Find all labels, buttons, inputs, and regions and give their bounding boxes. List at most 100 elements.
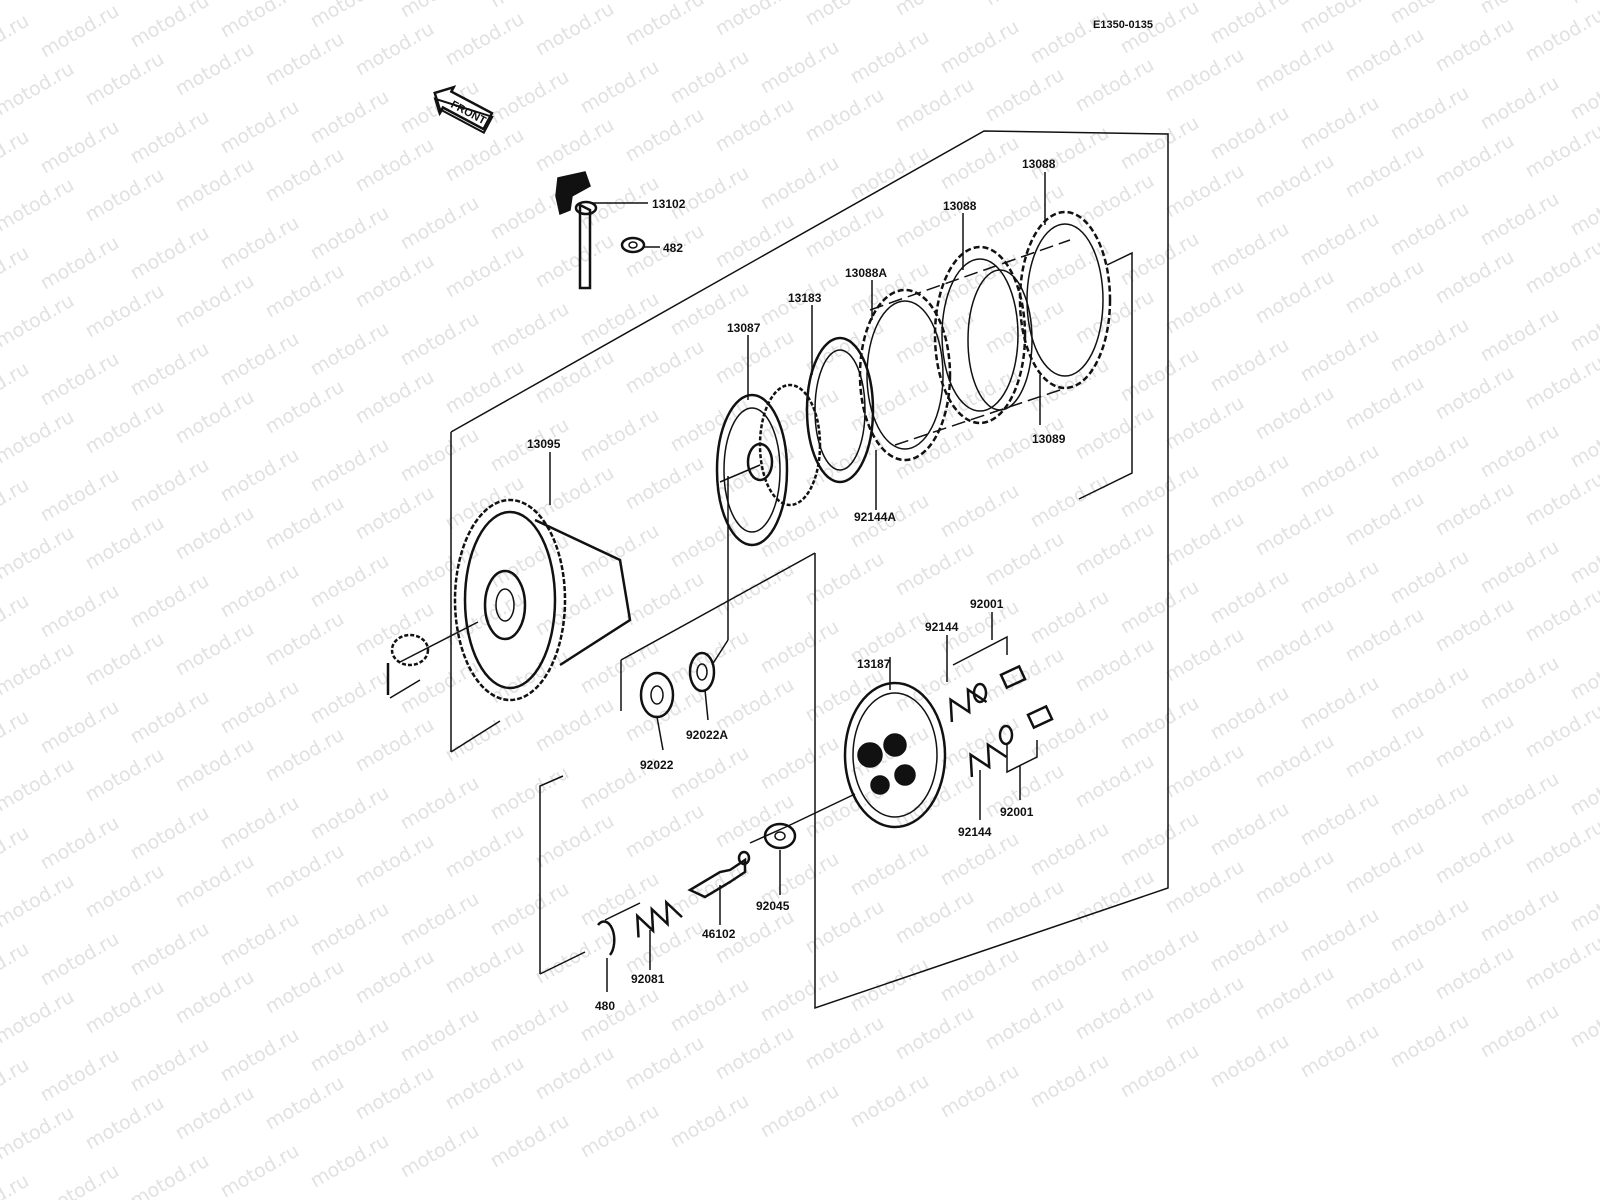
watermark-text: motod.ru	[1387, 0, 1473, 28]
watermark-text: motod.ru	[802, 1012, 888, 1075]
watermark-text: motod.ru	[307, 202, 393, 265]
watermark-text: motod.ru	[1252, 846, 1338, 909]
watermark-text: motod.ru	[757, 36, 843, 99]
watermark-text: motod.ru	[982, 992, 1068, 1055]
watermark-text: motod.ru	[352, 482, 438, 545]
watermark-text: motod.ru	[577, 868, 663, 931]
watermark-text: motod.ru	[1162, 276, 1248, 339]
watermark-text: motod.ru	[1072, 750, 1158, 813]
watermark-text: motod.ru	[847, 838, 933, 901]
watermark-text: motod.ru	[442, 936, 528, 999]
watermark-text: motod.ru	[0, 474, 33, 537]
watermark-text: motod.ru	[1342, 140, 1428, 203]
bolt-92001-top	[952, 612, 1027, 704]
watermark-text: motod.ru	[442, 356, 528, 419]
watermark-text: motod.ru	[1072, 170, 1158, 233]
watermark-text: motod.ru	[307, 782, 393, 845]
watermark-text: motod.ru	[262, 956, 348, 1019]
watermark-text: motod.ru	[1027, 1050, 1113, 1113]
callout-480: 480	[595, 999, 615, 1013]
watermark-text: motod.ru	[1072, 518, 1158, 581]
watermark-text: motod.ru	[82, 860, 168, 923]
watermark-text: motod.ru	[0, 590, 33, 653]
watermark-text: motod.ru	[1162, 972, 1248, 1035]
watermark-text: motod.ru	[532, 0, 618, 60]
watermark-text: motod.ru	[802, 316, 888, 379]
watermark-text: motod.ru	[712, 210, 798, 273]
watermark-text: motod.ru	[217, 96, 303, 159]
watermark-text: motod.ru	[1252, 614, 1338, 677]
watermark-text: motod.ru	[892, 0, 978, 20]
washer-92022A	[688, 651, 716, 721]
watermark-text: motod.ru	[937, 132, 1023, 195]
watermark-text: motod.ru	[1117, 576, 1203, 639]
watermark-text: motod.ru	[487, 298, 573, 361]
watermark-text: motod.ru	[1252, 382, 1338, 445]
watermark-text: motod.ru	[622, 336, 708, 399]
watermark-text: motod.ru	[442, 1052, 528, 1115]
watermark-text: motod.ru	[1252, 962, 1338, 1025]
watermark-text: motod.ru	[1522, 4, 1600, 67]
watermark-text: motod.ru	[127, 0, 213, 52]
watermark-text: motod.ru	[1297, 92, 1383, 155]
watermark-text: motod.ru	[1387, 314, 1473, 377]
watermark-text: motod.ru	[262, 724, 348, 787]
watermark-text: motod.ru	[667, 162, 753, 225]
watermark-text: motod.ru	[262, 492, 348, 555]
watermark-text: motod.ru	[532, 114, 618, 177]
watermark-text: motod.ru	[1567, 178, 1600, 241]
watermark-text: motod.ru	[1207, 102, 1293, 165]
watermark-text: motod.ru	[0, 290, 78, 353]
watermark-text: motod.ru	[892, 74, 978, 137]
watermark-text: motod.ru	[712, 790, 798, 853]
watermark-text: motod.ru	[1117, 344, 1203, 407]
watermark-text: motod.ru	[217, 1024, 303, 1087]
watermark-text: motod.ru	[0, 522, 78, 585]
watermark-text: motod.ru	[1027, 818, 1113, 881]
watermark-text: motod.ru	[217, 444, 303, 507]
watermark-text: motod.ru	[532, 578, 618, 641]
callout-92045: 92045	[756, 899, 790, 913]
watermark-text: motod.ru	[127, 338, 213, 401]
watermark-text: motod.ru	[1297, 0, 1383, 38]
watermark-text: motod.ru	[802, 0, 888, 30]
watermark-text: motod.ru	[577, 404, 663, 467]
watermark-text: motod.ru	[397, 540, 483, 603]
watermark-text: motod.ru	[262, 28, 348, 91]
watermark-text: motod.ru	[802, 84, 888, 147]
watermark-text: motod.ru	[1342, 488, 1428, 551]
watermark-text: motod.ru	[1162, 508, 1248, 571]
watermark-text: motod.ru	[1477, 0, 1563, 18]
watermark-text: motod.ru	[397, 1004, 483, 1067]
watermark-text: motod.ru	[667, 46, 753, 109]
watermark-text: motod.ru	[82, 164, 168, 227]
watermark-text: motod.ru	[1432, 130, 1518, 193]
watermark-text: motod.ru	[442, 8, 528, 71]
watermark-text: motod.ru	[1297, 1020, 1383, 1083]
watermark-text: motod.ru	[577, 520, 663, 583]
watermark-text: motod.ru	[0, 1054, 33, 1117]
watermark-text: motod.ru	[1522, 816, 1600, 879]
watermark-text: motod.ru	[442, 820, 528, 883]
watermark-text: motod.ru	[982, 64, 1068, 127]
watermark-text: motod.ru	[1387, 1010, 1473, 1073]
spring-plate-13183	[805, 305, 877, 510]
watermark-text: motod.ru	[0, 174, 78, 237]
watermark-text: motod.ru	[307, 434, 393, 497]
watermark-text: motod.ru	[172, 618, 258, 681]
watermark-text: motod.ru	[712, 326, 798, 389]
watermark-text: motod.ru	[1387, 662, 1473, 725]
watermark-text: motod.ru	[847, 1070, 933, 1133]
watermark-text: motod.ru	[577, 0, 663, 2]
watermark-text: motod.ru	[532, 462, 618, 525]
watermark-text: motod.ru	[1027, 586, 1113, 649]
watermark-text: motod.ru	[82, 976, 168, 1039]
watermark-text: motod.ru	[622, 104, 708, 167]
callout-13102: 13102	[652, 197, 686, 211]
watermark-text: motod.ru	[1342, 372, 1428, 435]
watermark-text: motod.ru	[262, 260, 348, 323]
watermark-text: motod.ru	[1162, 44, 1248, 107]
watermark-text: motod.ru	[667, 394, 753, 457]
